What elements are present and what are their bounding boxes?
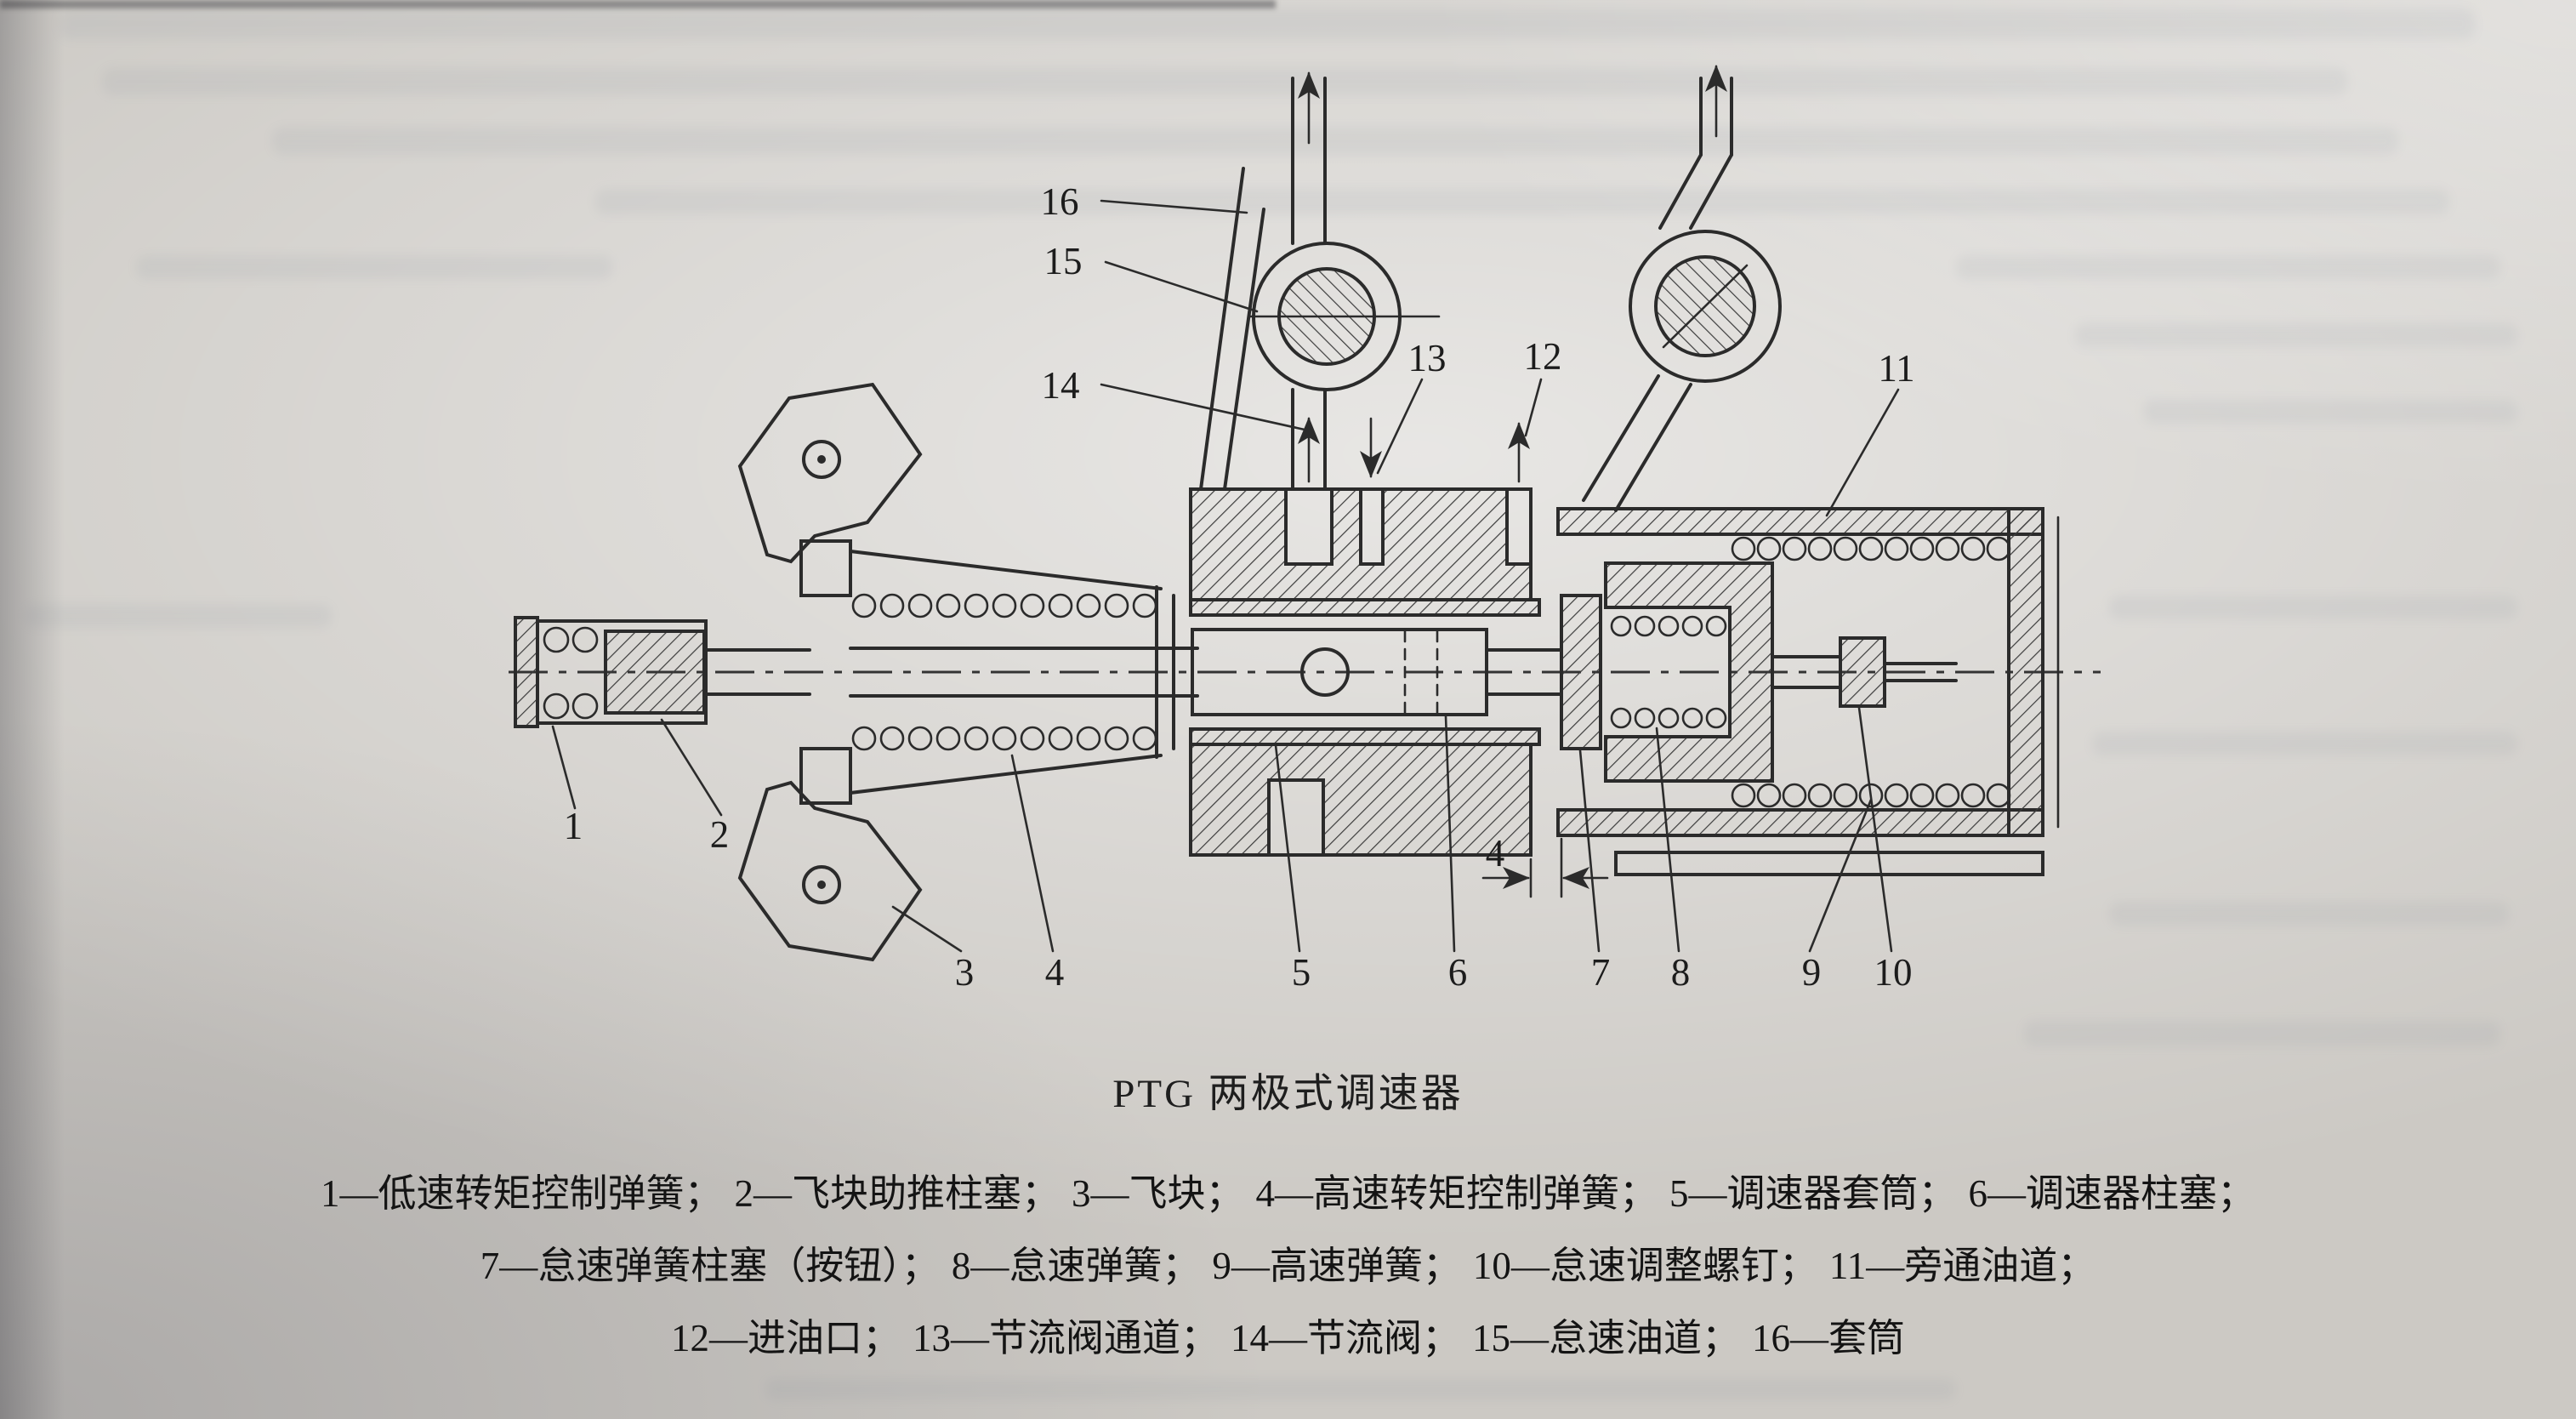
governor-plunger [1191, 628, 1563, 716]
idle-adjusting-screw [1771, 636, 1958, 708]
spring-retainer-cone [849, 550, 1199, 795]
legend-item-1: 1—低速转矩控制弹簧； [320, 1172, 723, 1215]
callout-2: 2 [710, 813, 730, 856]
travel-gap-dimension: 4 [1481, 832, 1609, 898]
sleeve-inner-line [1223, 208, 1265, 491]
spring-seat-cup [1604, 561, 1774, 783]
legend-item-16: 16—套筒 [1752, 1317, 1906, 1359]
callout-10: 10 [1874, 951, 1913, 994]
dimension-label: 4 [1486, 832, 1505, 875]
figure-legend: 1—低速转矩控制弹簧； 2—飞块助推柱塞； 3—飞块； 4—高速转矩控制弹簧； 5—调速… [0, 1162, 2576, 1379]
inlet-valve-bore [1629, 230, 1782, 383]
legend-item-4: 4—高速转矩控制弹簧； [1255, 1172, 1658, 1215]
leader-lines [551, 199, 1900, 953]
high-speed-torque-spring [851, 593, 1157, 751]
callout-numbers: 16 15 14 13 12 11 1 2 3 4 5 6 7 8 9 10 [564, 180, 1915, 994]
legend-item-6: 6—调速器柱塞； [1968, 1172, 2256, 1215]
legend-line-2: 7—怠速弹簧柱塞（按钮）； 8—怠速弹簧； 9—高速弹簧； 10—怠速调整螺钉； 11—… [0, 1234, 2576, 1290]
legend-item-11: 11—旁通油道； [1828, 1245, 2096, 1287]
thrust-carrier [799, 539, 852, 805]
legend-item-2: 2—飞块助推柱塞； [734, 1172, 1060, 1215]
legend-item-8: 8—怠速弹簧； [951, 1245, 1201, 1287]
high-speed-spring [1731, 536, 2011, 808]
callout-16: 16 [1041, 180, 1079, 223]
callout-13: 13 [1408, 337, 1447, 379]
callout-5: 5 [1292, 951, 1311, 994]
legend-item-9: 9—高速弹簧； [1212, 1245, 1461, 1287]
legend-item-14: 14—节流阀； [1230, 1317, 1460, 1359]
callout-9: 9 [1802, 951, 1822, 994]
idle-spring-plunger [1560, 594, 1602, 750]
callout-1: 1 [564, 805, 583, 847]
central-housing [1189, 487, 1533, 857]
flyweight-bottom [737, 780, 923, 962]
flyweight-booster-plunger [604, 630, 811, 715]
governor-cross-section-diagram: 4 16 15 14 13 12 11 [509, 65, 2101, 994]
callout-11: 11 [1878, 347, 1914, 390]
throttle-valve-assembly [1199, 71, 1441, 491]
callout-4: 4 [1045, 951, 1065, 994]
legend-item-12: 12—进油口； [670, 1317, 901, 1359]
callout-15: 15 [1044, 240, 1083, 282]
legend-item-13: 13—节流阀通道； [912, 1317, 1219, 1359]
callout-14: 14 [1042, 364, 1080, 407]
legend-item-7: 7—怠速弹簧柱塞（按钮）； [480, 1245, 940, 1287]
callout-7: 7 [1591, 951, 1611, 994]
flyweight-top [737, 382, 923, 564]
legend-line-3: 12—进油口； 13—节流阀通道； 14—节流阀； 15—怠速油道； 16—套筒 [0, 1307, 2576, 1362]
sleeve-outer-line [1199, 167, 1245, 491]
legend-item-5: 5—调速器套筒； [1669, 1172, 1957, 1215]
photo-edge-shadow [0, 0, 1276, 9]
legend-item-10: 10—怠速调整螺钉； [1472, 1245, 1817, 1287]
callout-12: 12 [1524, 335, 1562, 378]
governor-sleeve [1189, 598, 1541, 746]
legend-line-1: 1—低速转矩控制弹簧； 2—飞块助推柱塞； 3—飞块； 4—高速转矩控制弹簧； 5—调速… [0, 1162, 2576, 1217]
figure-title: PTG 两极式调速器 [1112, 1072, 1464, 1116]
callout-8: 8 [1671, 951, 1691, 994]
inlet-valve-assembly [1582, 65, 1782, 512]
low-speed-torque-spring [543, 626, 599, 720]
legend-item-3: 3—飞块； [1071, 1172, 1244, 1215]
anchor-wall [514, 616, 539, 728]
legend-item-15: 15—怠速油道； [1472, 1317, 1741, 1359]
idle-spring [1610, 615, 1727, 729]
callout-6: 6 [1448, 951, 1468, 994]
right-casing [1556, 507, 2060, 876]
callout-3: 3 [955, 951, 975, 994]
